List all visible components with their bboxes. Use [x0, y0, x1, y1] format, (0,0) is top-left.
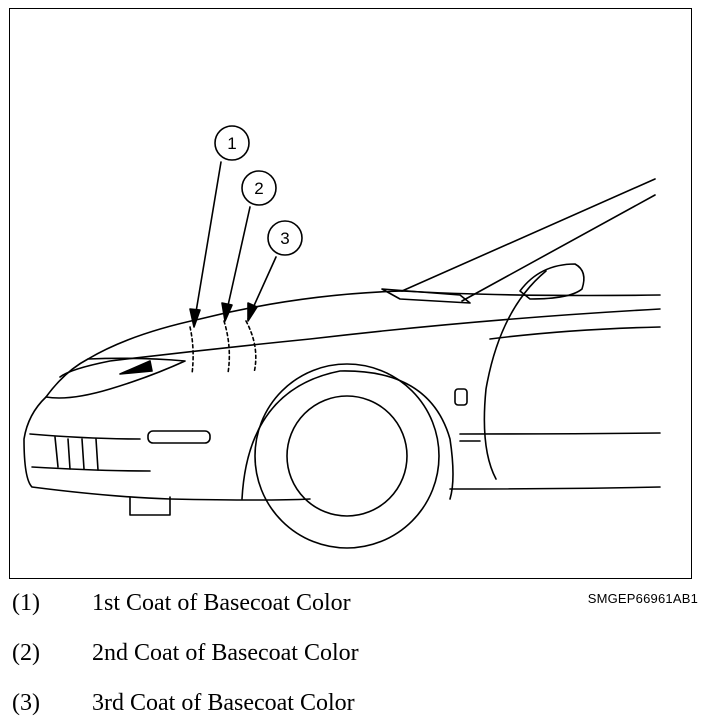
- arrowhead-3: [247, 302, 258, 322]
- side-mirror: [519, 263, 585, 300]
- windshield-outline: [401, 178, 656, 292]
- coat-zone-2: [223, 320, 231, 374]
- windshield-inner: [461, 194, 656, 302]
- hood-edge: [87, 290, 661, 360]
- callout-1-label: 1: [227, 134, 236, 153]
- headlight: [45, 357, 186, 399]
- coat-zone-3: [245, 320, 257, 374]
- front-nose: [23, 396, 311, 501]
- callout-2-label: 2: [254, 179, 263, 198]
- bumper-slot-low: [31, 466, 151, 472]
- car-front-illustration: 1 2 3: [23, 125, 661, 549]
- side-marker: [147, 430, 211, 444]
- legend-number: (2): [12, 640, 40, 666]
- leader-1: [193, 161, 222, 325]
- callout-2-circle: [241, 170, 277, 206]
- bumper-slot-top: [29, 433, 141, 440]
- figure-code: SMGEP66961AB1: [587, 591, 698, 606]
- tire-outer: [254, 363, 440, 549]
- door-line: [459, 432, 661, 435]
- headlight-marker: [119, 360, 153, 375]
- diagram-frame: 1 2 3: [9, 8, 692, 579]
- legend-text: 2nd Coat of Basecoat Color: [92, 640, 359, 666]
- wheel-rim: [286, 395, 408, 517]
- grille-ribs: [54, 436, 99, 471]
- arrowhead-1: [189, 308, 201, 328]
- underbody-bracket: [129, 496, 171, 516]
- callout-3-label: 3: [280, 229, 289, 248]
- leader-2: [224, 206, 251, 320]
- rocker: [449, 486, 661, 490]
- legend-number: (1): [12, 590, 40, 616]
- callout-3-circle: [267, 220, 303, 256]
- belt-line: [489, 326, 661, 340]
- a-pillar: [483, 270, 547, 480]
- coat-zone-1: [189, 326, 194, 375]
- wheel-arch: [241, 370, 454, 500]
- arrowhead-2: [221, 302, 233, 322]
- fender-crease: [59, 308, 661, 378]
- callout-1-circle: [214, 125, 250, 161]
- legend-number: (3): [12, 690, 40, 716]
- fender-marker: [454, 388, 468, 406]
- legend-text: 1st Coat of Basecoat Color: [92, 590, 351, 616]
- legend-text: 3rd Coat of Basecoat Color: [92, 690, 355, 716]
